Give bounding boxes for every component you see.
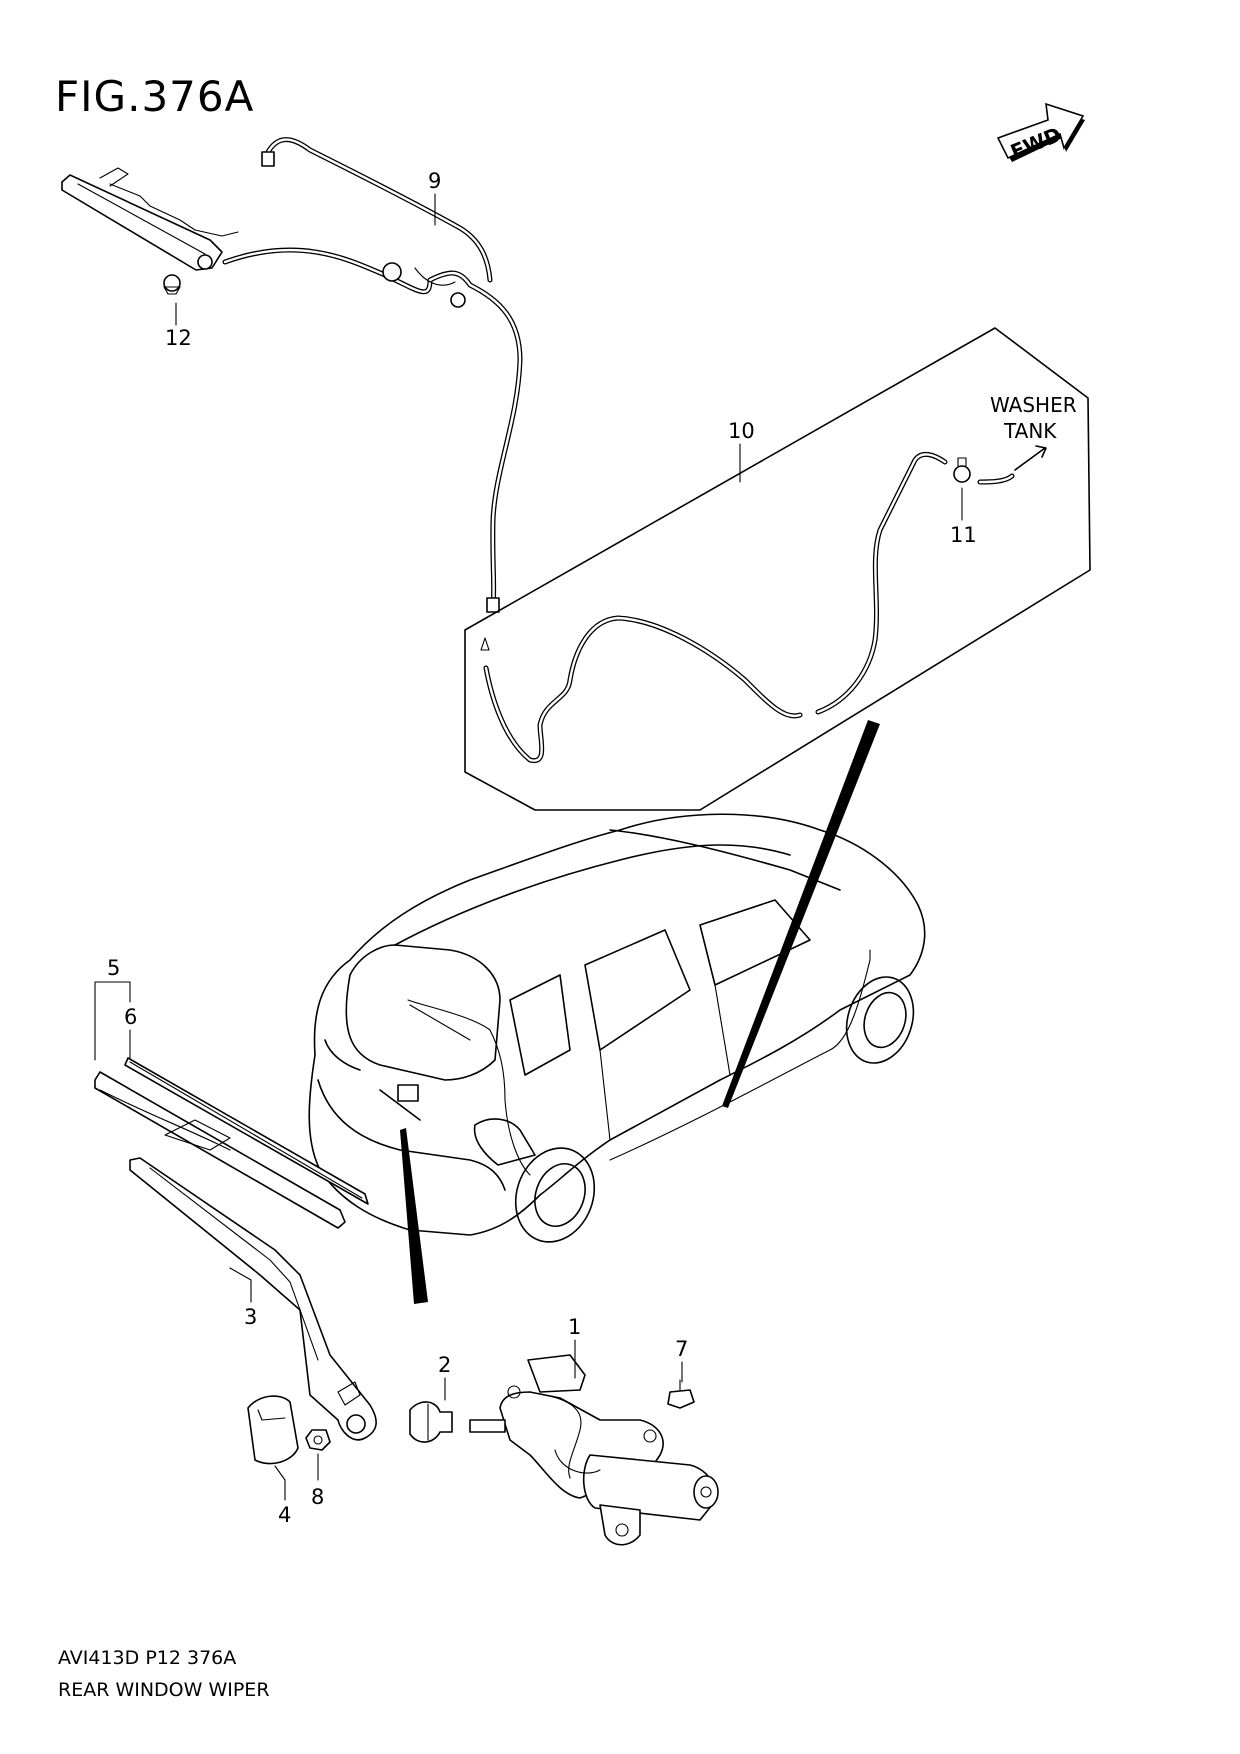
arm-cap bbox=[247, 1395, 299, 1465]
figure-code: AVI413D P12 376A bbox=[58, 1647, 237, 1669]
leader-lines bbox=[94, 193, 963, 1501]
washer-note-line1: WASHER bbox=[990, 393, 1077, 417]
callout-7: 7 bbox=[675, 1337, 688, 1361]
fwd-arrow-icon: FWD bbox=[996, 102, 1085, 164]
bolt bbox=[667, 1379, 695, 1409]
washer-hose-detail-box bbox=[464, 327, 1091, 811]
wiper-arm bbox=[129, 1157, 377, 1441]
wiper-blade bbox=[94, 1057, 369, 1229]
callout-5: 5 bbox=[107, 956, 120, 980]
figure-name: REAR WINDOW WIPER bbox=[58, 1679, 270, 1701]
callout-6: 6 bbox=[124, 1005, 137, 1029]
callout-9: 9 bbox=[428, 169, 441, 193]
nut bbox=[305, 1429, 331, 1451]
grommet bbox=[409, 1401, 453, 1443]
washer-note-line2: TANK bbox=[1003, 419, 1057, 443]
callout-1: 1 bbox=[568, 1315, 581, 1339]
wiper-motor bbox=[469, 1354, 719, 1546]
figure-title: FIG.376A bbox=[55, 72, 255, 121]
callout-11: 11 bbox=[950, 523, 977, 547]
rear-washer-hose bbox=[222, 137, 523, 613]
callout-8: 8 bbox=[311, 1485, 324, 1509]
callout-2: 2 bbox=[438, 1353, 451, 1377]
callout-4: 4 bbox=[278, 1503, 291, 1527]
callout-3: 3 bbox=[244, 1305, 257, 1329]
car-illustration bbox=[308, 813, 926, 1243]
lamp-nozzle-assembly bbox=[61, 167, 239, 295]
leader-wedge-motor bbox=[400, 1128, 428, 1304]
figure-footer: AVI413D P12 376A REAR WINDOW WIPER bbox=[58, 1642, 270, 1706]
leader-wedge-box bbox=[722, 720, 880, 1108]
callout-12: 12 bbox=[165, 326, 192, 350]
callout-10: 10 bbox=[728, 419, 755, 443]
